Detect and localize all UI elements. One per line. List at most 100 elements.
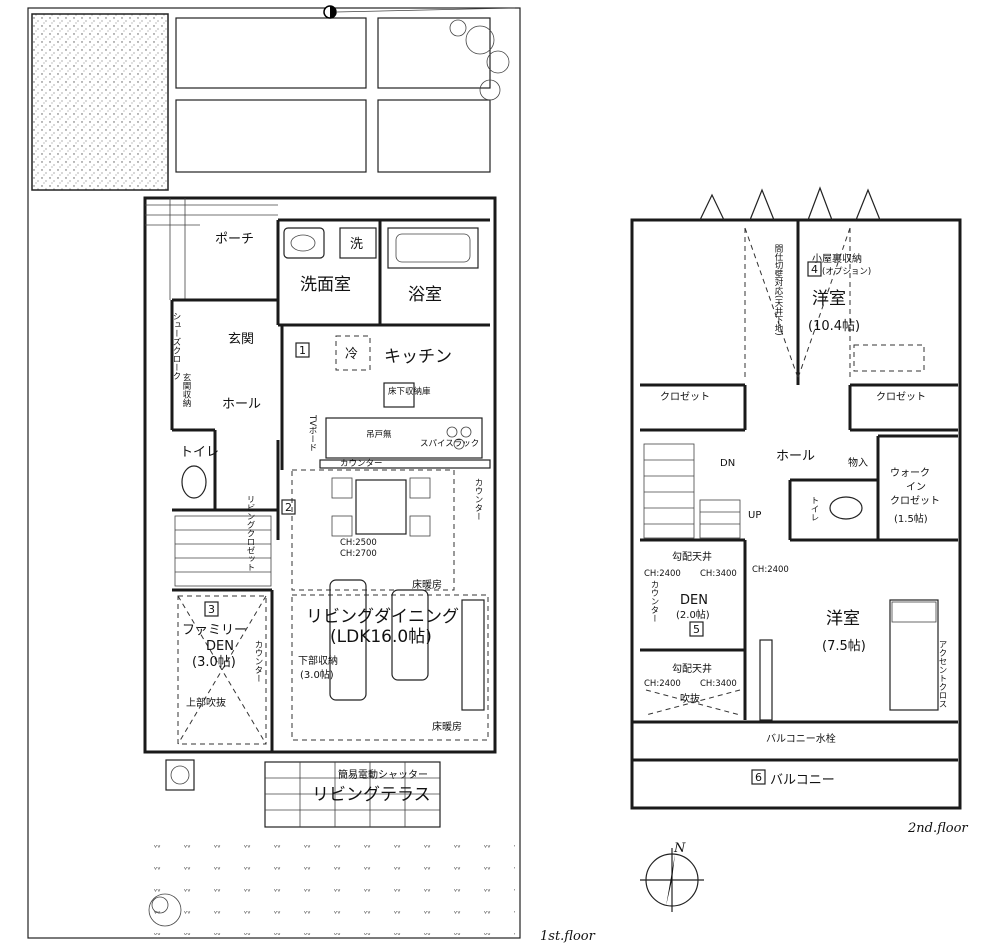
bathtub: [387, 227, 479, 269]
floor-heating-zone-a: [291, 469, 455, 591]
room-label-living-terrace: リビングテラス: [312, 785, 431, 805]
label-entrance-storage: 玄関収納: [181, 372, 191, 408]
first-floor: ポーチ 洗面室 洗 浴室 シューズクローク 玄関 玄関収納 ホール キッチン 冷…: [27, 5, 596, 944]
room-label-den-size: (2.0帖): [676, 608, 710, 621]
room-label-family-den: DEN: [206, 639, 234, 654]
label-walkin-size: (1.5帖): [894, 512, 928, 525]
label-closet-b: クロゼット: [876, 391, 926, 403]
room-label-bath: 浴室: [408, 285, 442, 305]
house-outline: [143, 196, 497, 754]
label-partition-note: 間仕切壁対応(天井下地): [773, 244, 783, 336]
label-under-storage-size: (3.0帖): [300, 668, 334, 681]
toilet-fixture-2f: [829, 496, 863, 520]
label-void-2f: 吹抜: [680, 692, 700, 705]
label-shutter: 簡易電動シャッター: [338, 768, 428, 781]
label-tv-board: TVボード: [307, 414, 317, 452]
label-ch3400-a: CH:3400: [700, 569, 737, 579]
interior-walls-1f: [170, 218, 490, 752]
sofa: [329, 579, 367, 701]
lawn-area: [140, 830, 515, 935]
room-label-western-a: 洋室: [812, 289, 846, 309]
compass-north-label: N: [673, 841, 686, 856]
label-shoes-closet: シューズクローク: [171, 312, 181, 380]
shrub-icon: [148, 893, 182, 927]
second-floor: 小屋裏収納 (オプション) 間仕切壁対応(天井下地) 洋室 (10.4帖) クロ…: [630, 186, 968, 836]
room-label-family: ファミリー: [182, 623, 247, 638]
windows-top: [699, 186, 881, 221]
desk: [759, 639, 773, 721]
room-label-toilet-1f: トイレ: [180, 445, 219, 460]
room-label-ldk: リビングダイニング: [306, 607, 459, 627]
room-label-family-den-size: (3.0帖): [192, 655, 236, 670]
label-counter-2f: カウンター: [649, 580, 659, 623]
label-walkin-3: クロゼット: [890, 495, 940, 507]
house-outline-2f: [630, 218, 962, 810]
compass-icon: N: [640, 841, 704, 912]
room-label-balcony: バルコニー: [770, 773, 835, 788]
label-closet-a: クロゼット: [660, 391, 710, 403]
label-living-closet: リビングクロゼット: [245, 495, 255, 572]
room-label-western-b: 洋室: [826, 609, 860, 629]
washing-machine: [339, 227, 377, 259]
marker-6: 6: [755, 771, 762, 784]
label-up: UP: [748, 510, 761, 521]
label-floor-heating-b: 床暖房: [432, 720, 462, 733]
wash-mark-label: 洗: [350, 237, 363, 252]
sofa: [391, 589, 429, 681]
label-attic-storage: 小屋裏収納: [812, 252, 862, 265]
label-ch2400-b: CH:2400: [752, 565, 789, 575]
stairs-2f: [643, 443, 741, 539]
marker-5: 5: [693, 623, 700, 636]
parking-area: [175, 17, 491, 173]
tv-unit: [461, 599, 485, 711]
living-terrace: [264, 761, 441, 828]
fridge-label: 冷: [345, 347, 358, 362]
label-counter-side: カウンター: [473, 478, 483, 521]
marker-4: 4: [811, 263, 818, 276]
washbasin: [283, 227, 325, 259]
marker-2: 2: [285, 501, 292, 514]
bed: [889, 599, 939, 711]
family-den-zone: [177, 595, 267, 745]
kitchen-counter: [325, 417, 483, 459]
label-dn: DN: [720, 458, 735, 469]
interior-walls-2f: [632, 220, 958, 762]
room-label-western-b-size: (7.5帖): [822, 639, 866, 654]
label-sloped-ceiling-a: 勾配天井: [672, 550, 712, 563]
label-under-storage: 下部収納: [298, 654, 338, 667]
room-label-kitchen: キッチン: [384, 347, 452, 367]
gravel-garden: [31, 13, 169, 191]
marker-3: 3: [208, 603, 215, 616]
toilet-fixture: [181, 465, 207, 499]
shrub-icon: [449, 19, 510, 101]
label-underfloor-storage: 床下収納庫: [388, 386, 431, 397]
label-ch2400-a: CH:2400: [644, 569, 681, 579]
label-attic-option: (オプション): [822, 267, 871, 277]
outdoor-unit: [165, 759, 195, 791]
label-spice-rack: スパイスラック: [420, 439, 479, 449]
label-walkin-1: ウォーク: [890, 467, 930, 479]
stairs-1f: [174, 515, 272, 587]
label-upper-void: 上部吹抜: [186, 696, 226, 709]
label-sloped-ceiling-b: 勾配天井: [672, 662, 712, 675]
room-label-entrance: 玄関: [228, 332, 254, 347]
label-counter-1f: カウンター: [340, 459, 383, 469]
room-label-porch: ポーチ: [215, 232, 254, 247]
floor-label-1st: 1st.floor: [540, 929, 596, 944]
label-accent-cross: アクセントクロス: [937, 640, 947, 708]
room-label-washroom: 洗面室: [300, 275, 351, 295]
room-label-western-a-size: (10.4帖): [808, 319, 860, 334]
label-walkin-2: イン: [906, 482, 926, 493]
label-ch3400-b: CH:3400: [700, 679, 737, 689]
label-storage: 物入: [848, 456, 868, 469]
label-toilet-2f: トイレ: [809, 496, 819, 522]
room-label-den-2f: DEN: [680, 593, 708, 608]
label-ceiling-2700: CH:2700: [340, 549, 377, 559]
site-boundary: [27, 7, 521, 939]
porch-steps: [145, 198, 278, 300]
label-counter-den: カウンター: [253, 640, 263, 683]
label-floor-heating-a: 床暖房: [412, 578, 442, 591]
underfloor-storage-hatch: [383, 382, 415, 408]
label-ceiling-2500: CH:2500: [340, 538, 377, 548]
